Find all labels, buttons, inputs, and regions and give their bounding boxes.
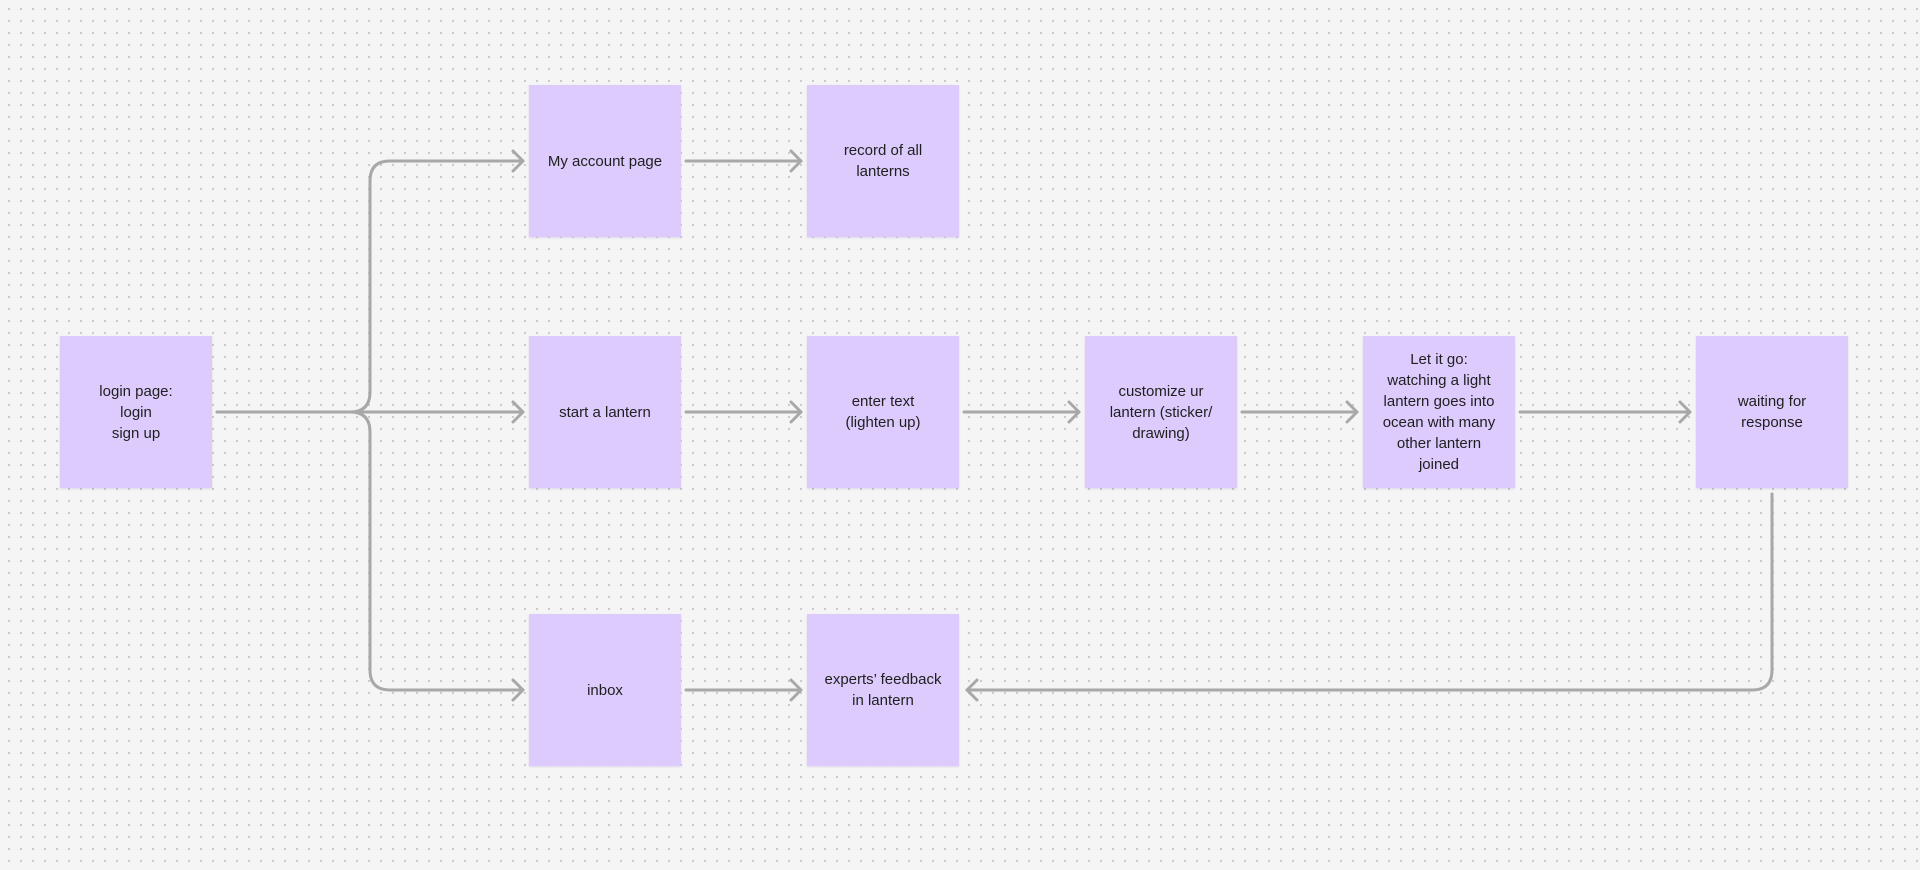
arrowhead-login-to-account xyxy=(511,149,525,173)
arrowhead-customize-to-letgo xyxy=(1345,400,1359,424)
arrow-waiting-to-feedback[interactable] xyxy=(965,492,1774,692)
sticky-note-inbox[interactable]: inbox xyxy=(529,614,681,766)
sticky-note-start-lantern[interactable]: start a lantern xyxy=(529,336,681,488)
sticky-note-text: inbox xyxy=(587,681,623,699)
arrow-login-to-account[interactable] xyxy=(215,159,525,414)
sticky-note-text: login page: login sign up xyxy=(99,382,173,442)
arrowhead-enter-to-customize xyxy=(1067,400,1081,424)
sticky-note-text: record of all lanterns xyxy=(843,142,923,180)
sticky-note-customize-lantern[interactable]: customize ur lantern (sticker/ drawing) xyxy=(1085,336,1237,488)
sticky-note-text: My account page xyxy=(547,152,663,170)
sticky-note-experts-feedback[interactable]: experts’ feedback in lantern xyxy=(807,614,959,766)
sticky-note-text: start a lantern xyxy=(559,403,651,421)
arrowhead-waiting-to-feedback xyxy=(965,678,979,702)
arrowhead-login-to-inbox xyxy=(511,678,525,702)
sticky-note-record-of-lanterns[interactable]: record of all lanterns xyxy=(807,85,959,237)
arrowhead-start-to-enter xyxy=(789,400,803,424)
sticky-note-login-page[interactable]: login page: login sign up xyxy=(60,336,212,488)
sticky-note-text: Let it go: watching a light lantern goes… xyxy=(1382,351,1496,473)
sticky-note-enter-text[interactable]: enter text (lighten up) xyxy=(807,336,959,488)
sticky-note-text: customize ur lantern (sticker/ drawing) xyxy=(1109,382,1213,442)
arrowhead-letgo-to-waiting xyxy=(1678,400,1692,424)
arrowhead-account-to-record xyxy=(789,149,803,173)
sticky-note-text: experts’ feedback in lantern xyxy=(824,671,942,709)
sticky-note-text: waiting for response xyxy=(1737,393,1807,431)
arrowhead-inbox-to-feedback xyxy=(789,678,803,702)
arrowhead-login-to-start xyxy=(511,400,525,424)
sticky-note-my-account-page[interactable]: My account page xyxy=(529,85,681,237)
sticky-note-waiting-for-response[interactable]: waiting for response xyxy=(1696,336,1848,488)
sticky-note-let-it-go[interactable]: Let it go: watching a light lantern goes… xyxy=(1363,336,1515,488)
sticky-note-text: enter text (lighten up) xyxy=(845,393,921,431)
arrow-login-to-inbox[interactable] xyxy=(348,410,525,692)
